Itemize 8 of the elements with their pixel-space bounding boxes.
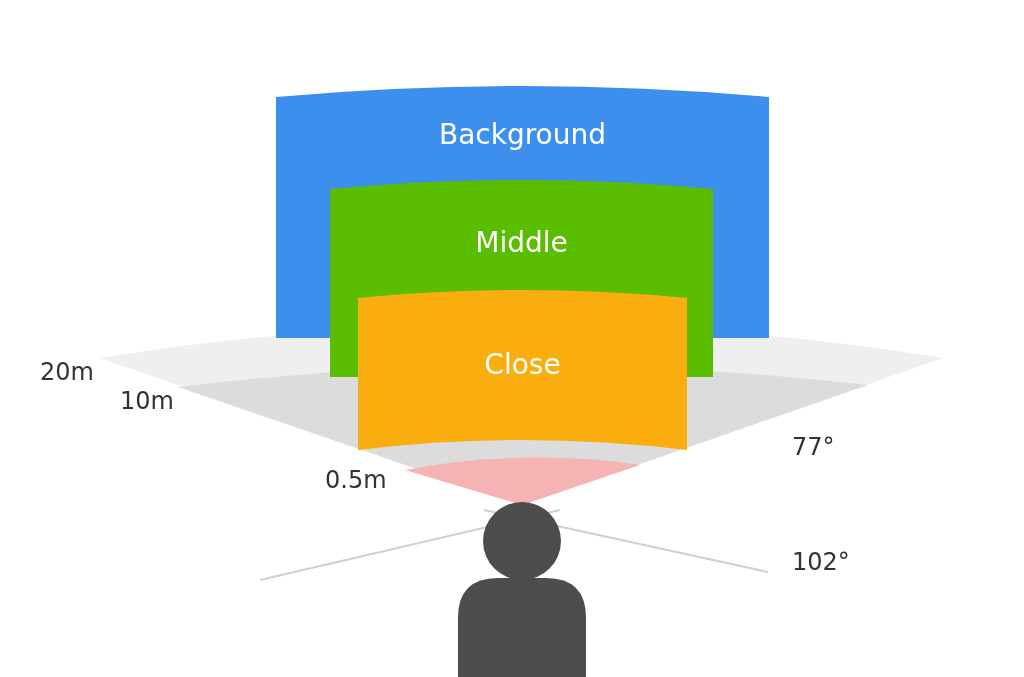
zone-label: Middle	[474, 226, 569, 260]
angle-label: 102°	[792, 548, 850, 576]
distance-label: 0.5m	[325, 466, 387, 494]
zone-label: Background	[437, 118, 607, 152]
angle-label: 77°	[792, 433, 835, 461]
distance-label: 20m	[40, 358, 94, 386]
distance-label: 10m	[120, 387, 174, 415]
zone-label: Close	[483, 348, 562, 382]
